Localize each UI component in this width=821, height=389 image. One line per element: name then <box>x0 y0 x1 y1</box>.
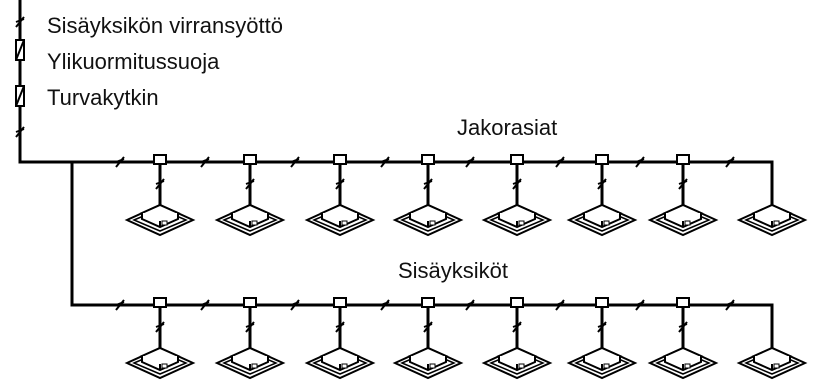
safety-switch-slash <box>15 85 25 107</box>
unit-connector <box>773 220 780 226</box>
indoor-unit-lower-6 <box>566 346 638 380</box>
indoor-unit-upper-5 <box>481 203 553 237</box>
bus-wire-mark-upper-2 <box>200 156 210 168</box>
junction-box-upper-7 <box>676 154 690 165</box>
indoor-unit-lower-4 <box>392 346 464 380</box>
junction-box-upper-5 <box>510 154 524 165</box>
indoor-unit-lower-5 <box>481 346 553 380</box>
unit-connector <box>251 363 258 369</box>
legend-safety-switch-label: Turvakytkin <box>47 85 159 110</box>
indoor-unit-lower-1 <box>124 346 196 380</box>
junction-box-upper-3 <box>333 154 347 165</box>
drop-wire-mark-lower-7 <box>678 321 688 333</box>
unit-connector <box>251 220 258 226</box>
unit-connector <box>429 220 436 226</box>
bus-wire-mark-upper-8 <box>725 156 735 168</box>
drop-wire-mark-lower-1 <box>155 321 165 333</box>
drop-wire-mark-upper-6 <box>597 178 607 190</box>
drop-wire-mark-upper-7 <box>678 178 688 190</box>
bus-wire-mark-lower-5 <box>465 299 475 311</box>
junction-box-upper-4 <box>421 154 435 165</box>
bus-wire-mark-upper-5 <box>465 156 475 168</box>
drop-wire-mark-upper-1 <box>155 178 165 190</box>
unit-connector <box>518 363 525 369</box>
bus-wire-mark-upper-3 <box>290 156 300 168</box>
junction-box-upper-2 <box>243 154 257 165</box>
overload-protection-slash <box>15 39 25 61</box>
unit-connector <box>773 363 780 369</box>
indoor-unit-lower-7 <box>647 346 719 380</box>
unit-connector <box>161 220 168 226</box>
bus-wire-mark-lower-4 <box>380 299 390 311</box>
bus-wire-mark-upper-4 <box>380 156 390 168</box>
unit-connector <box>341 363 348 369</box>
indoor-unit-upper-6 <box>566 203 638 237</box>
unit-connector <box>341 220 348 226</box>
unit-connector <box>518 220 525 226</box>
indoor-unit-upper-3 <box>304 203 376 237</box>
unit-connector <box>429 363 436 369</box>
bus-wire-mark-upper-6 <box>555 156 565 168</box>
indoor-unit-lower-3 <box>304 346 376 380</box>
indoor-unit-upper-2 <box>214 203 286 237</box>
indoor-unit-lower-2 <box>214 346 286 380</box>
bus-wire-mark-lower-6 <box>555 299 565 311</box>
junction-box-lower-6 <box>595 297 609 308</box>
junction-box-lower-5 <box>510 297 524 308</box>
indoor-unit-upper-1 <box>124 203 196 237</box>
feed-wire-mark <box>15 126 25 138</box>
drop-wire-mark-upper-5 <box>512 178 522 190</box>
bus-wire-mark-lower-1 <box>115 299 125 311</box>
unit-connector <box>684 363 691 369</box>
power-supply-wire-mark <box>15 16 25 28</box>
unit-connector <box>603 363 610 369</box>
legend-power-supply-label: Sisäyksikön virransyöttö <box>47 13 283 38</box>
indoor-unit-upper-4 <box>392 203 464 237</box>
indoor-units-label: Sisäyksiköt <box>398 258 509 283</box>
drop-wire-mark-lower-6 <box>597 321 607 333</box>
drop-wire-mark-lower-3 <box>335 321 345 333</box>
junction-box-lower-4 <box>421 297 435 308</box>
junction-boxes-label: Jakorasiat <box>457 115 558 140</box>
indoor-unit-upper-7 <box>647 203 719 237</box>
indoor-unit-lower-last <box>736 346 808 380</box>
junction-box-upper-6 <box>595 154 609 165</box>
drop-wire-mark-lower-5 <box>512 321 522 333</box>
bus-wire-mark-lower-7 <box>635 299 645 311</box>
indoor-unit-upper-last <box>736 203 808 237</box>
drop-wire-mark-upper-4 <box>423 178 433 190</box>
drop-wire-mark-upper-2 <box>245 178 255 190</box>
bus-wire-mark-lower-2 <box>200 299 210 311</box>
bus-wire-mark-lower-3 <box>290 299 300 311</box>
junction-box-lower-3 <box>333 297 347 308</box>
bus-wire-mark-lower-8 <box>725 299 735 311</box>
legend-overload-protection-label: Ylikuormitussuoja <box>47 49 220 74</box>
junction-box-lower-2 <box>243 297 257 308</box>
drop-wire-mark-upper-3 <box>335 178 345 190</box>
junction-box-lower-1 <box>153 297 167 308</box>
drop-wire-mark-lower-2 <box>245 321 255 333</box>
junction-box-upper-1 <box>153 154 167 165</box>
unit-connector <box>161 363 168 369</box>
bus-wire-mark-upper-7 <box>635 156 645 168</box>
junction-box-lower-7 <box>676 297 690 308</box>
unit-connector <box>684 220 691 226</box>
drop-wire-mark-lower-4 <box>423 321 433 333</box>
unit-connector <box>603 220 610 226</box>
bus-wire-mark-upper-1 <box>115 156 125 168</box>
